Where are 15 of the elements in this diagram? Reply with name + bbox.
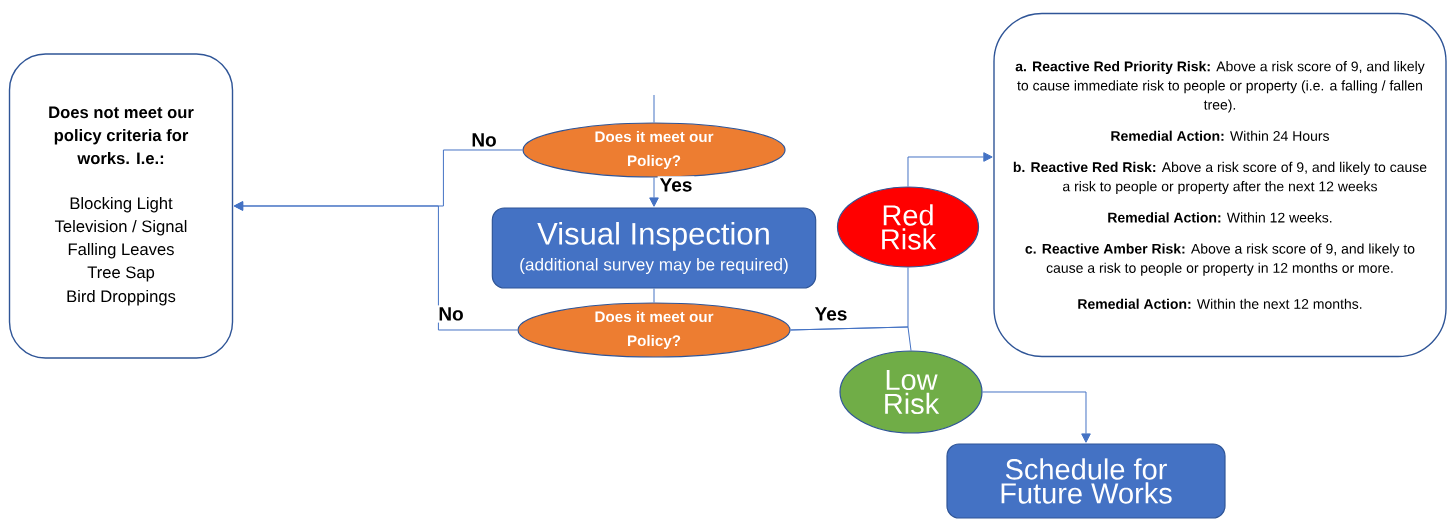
connector (907, 152, 993, 187)
connector (982, 391, 1091, 443)
connector (653, 288, 655, 303)
edge-label: Yes (657, 176, 695, 194)
edge-label: Yes (812, 305, 850, 323)
notes-box: a. Reactive Red Priority Risk: Above a risk score of 9, and likely to cause immediate risk to people or property (i.e. a falling / fallen tree). Remedial Action: Within 24 Hours b. Reactive Red Risk: Above a risk score of 9, and likely to cause a risk to people or property after the next 12 weeks Remedial Action: Within 12 weeks. c. Reactive Amber Risk: Above a risk score of 9, and likely to cause a risk to people or property in 12 months or more. Remedial Action: Within the next 12 months. (993, 12, 1447, 358)
connector (790, 326, 912, 351)
edge-label: No (469, 131, 499, 149)
edge-label: No (436, 305, 466, 323)
connector (649, 177, 659, 207)
connector (653, 94, 655, 123)
connector (233, 201, 518, 331)
process-box: Schedule for Future Works (946, 443, 1226, 519)
criteria-box: Does not meet our policy criteria for works. I.e.: Blocking Light Television / Signal Falling Leaves Tree Sap Bird Droppings (8, 53, 234, 359)
process-box: Visual Inspection (additional survey may be required) (491, 207, 817, 289)
